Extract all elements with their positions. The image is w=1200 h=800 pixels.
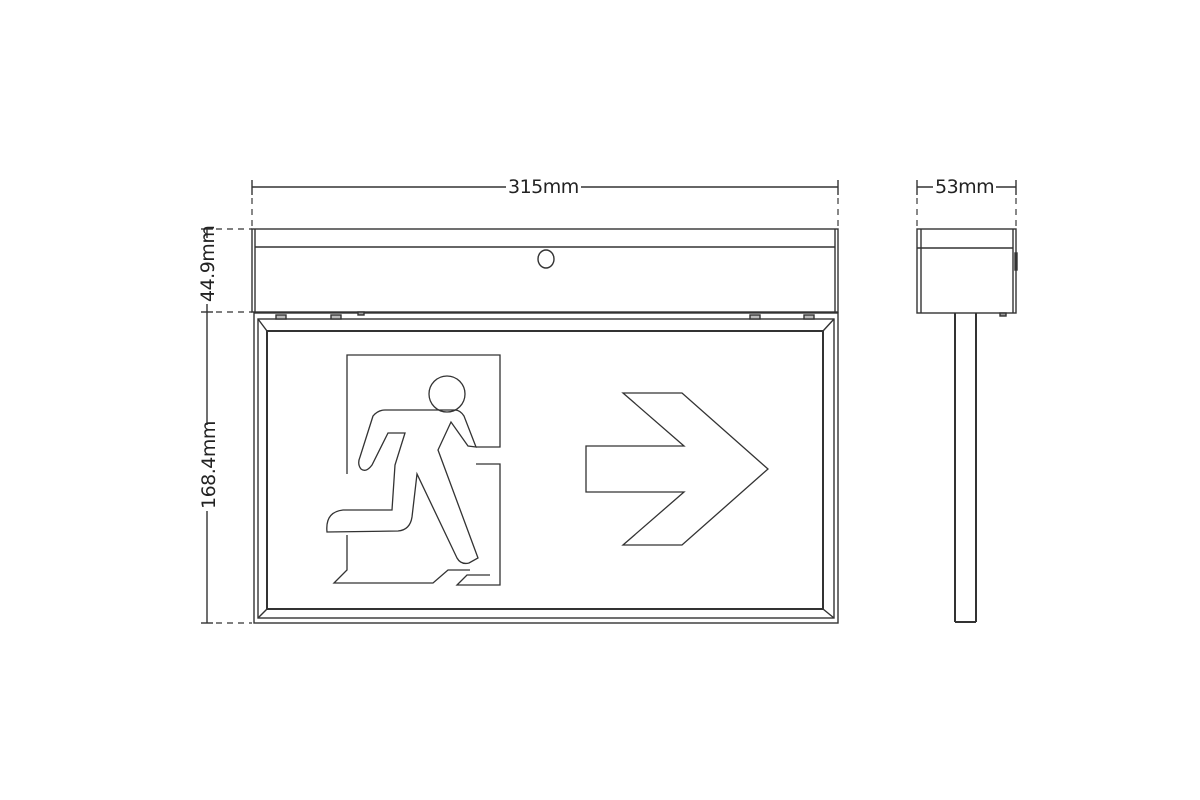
depth-dimension-label: 53mm — [933, 176, 997, 198]
width-dimension-label: 315mm — [506, 176, 581, 198]
arrow-right-icon — [585, 392, 769, 546]
side-view — [916, 180, 1018, 623]
running-man-icon — [326, 354, 501, 586]
front-panel-frame — [253, 311, 839, 624]
panel-height-label: 168.4mm — [198, 421, 220, 511]
indicator-light-icon — [537, 249, 555, 269]
front-housing — [251, 228, 839, 313]
housing-height-label: 44.9mm — [197, 225, 219, 304]
